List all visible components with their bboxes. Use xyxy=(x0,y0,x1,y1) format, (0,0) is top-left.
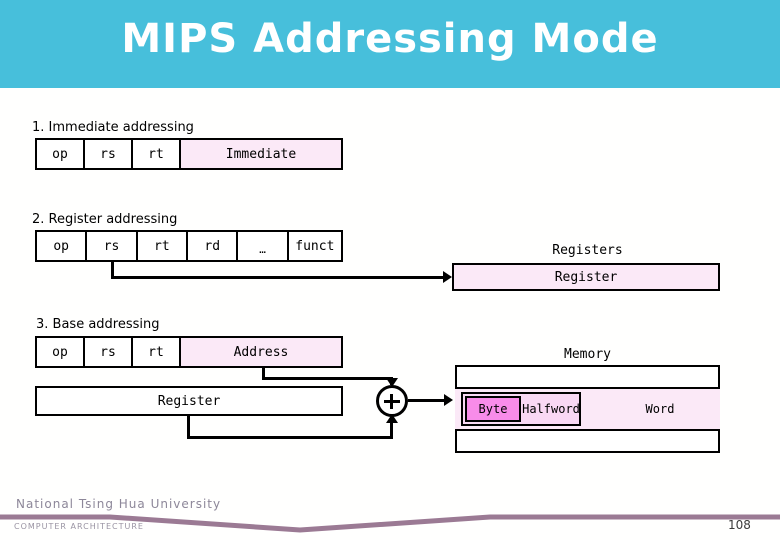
page-number: 108 xyxy=(728,518,751,532)
connector-memory-arrowhead xyxy=(444,394,453,406)
connector-adder-to-memory xyxy=(408,399,445,402)
connector-address-vertical xyxy=(262,368,265,380)
page-title: MIPS Addressing Mode xyxy=(121,16,659,62)
section-label-base: 3. Base addressing xyxy=(36,317,160,332)
instruction-format-base: op rs rt Address xyxy=(35,336,343,368)
section-label-register: 2. Register addressing xyxy=(32,212,178,227)
base-register-box: Register xyxy=(35,386,343,416)
connector-rs-arrowhead xyxy=(443,271,452,283)
field-op: op xyxy=(37,140,85,168)
connector-basereg-horizontal xyxy=(187,436,393,439)
field-op: op xyxy=(37,338,85,366)
connector-basereg-vertical xyxy=(187,416,190,438)
field-rs: rs xyxy=(85,338,133,366)
university-name: National Tsing Hua University xyxy=(16,497,222,511)
field-rs: rs xyxy=(85,140,133,168)
field-rs: rs xyxy=(87,232,138,260)
field-address: Address xyxy=(181,338,341,366)
title-banner: MIPS Addressing Mode xyxy=(0,0,780,88)
memory-byte-cell: Byte xyxy=(465,396,521,422)
field-rd: rd xyxy=(188,232,239,260)
field-rt: rt xyxy=(137,232,189,260)
field-ellipsis: … xyxy=(238,232,289,260)
memory-byte-label: Byte xyxy=(478,402,508,416)
field-immediate: Immediate xyxy=(181,140,341,168)
connector-address-horizontal xyxy=(262,377,393,380)
connector-address-arrowhead xyxy=(386,378,398,387)
field-rt: rt xyxy=(133,140,181,168)
instruction-format-immediate: op rs rt Immediate xyxy=(35,138,343,170)
field-rt: rt xyxy=(133,338,181,366)
field-op: op xyxy=(37,232,88,260)
section-label-immediate: 1. Immediate addressing xyxy=(32,120,194,135)
memory-caption: Memory xyxy=(564,347,611,362)
connector-basereg-rise xyxy=(390,417,393,436)
instruction-format-register: op rs rt rd … funct xyxy=(35,230,343,262)
adder-circle-icon xyxy=(376,385,408,417)
registers-caption: Registers xyxy=(552,243,623,258)
registers-box-label: Register xyxy=(554,269,618,285)
registers-box: Register xyxy=(452,263,720,291)
connector-rs-horizontal xyxy=(111,276,445,279)
memory-word-label: Word xyxy=(645,402,675,416)
footer-divider xyxy=(0,514,780,533)
course-name: COMPUTER ARCHITECTURE xyxy=(14,522,144,531)
field-funct: funct xyxy=(288,232,341,260)
memory-halfword-label: Halfword xyxy=(522,402,580,416)
plus-vertical-stroke xyxy=(390,394,393,409)
connector-rs-vertical xyxy=(111,262,114,279)
base-register-label: Register xyxy=(157,393,221,409)
connector-basereg-arrowhead xyxy=(386,414,398,423)
